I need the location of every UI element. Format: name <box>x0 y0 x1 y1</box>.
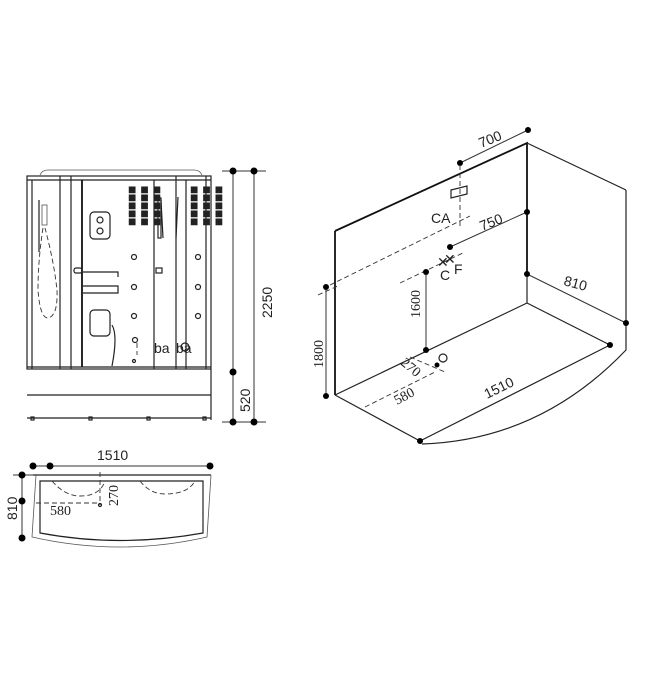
svg-text:■ ■ ■: ■ ■ ■ <box>128 205 161 221</box>
svg-text:■ ■ ■: ■ ■ ■ <box>190 205 223 221</box>
svg-text:ba: ba <box>154 340 170 356</box>
svg-text:■ ■ ■: ■ ■ ■ <box>190 181 223 197</box>
ca-connection-label: CA <box>431 210 451 226</box>
svg-text:■ ■ ■: ■ ■ ■ <box>190 189 223 205</box>
top-width-label: 1510 <box>97 447 128 463</box>
top-view: 1510 810 580 270 <box>4 447 214 548</box>
iso-wall-height-label: 1800 <box>312 340 327 368</box>
svg-text:✕: ✕ <box>437 254 449 270</box>
top-drain-x-label: 580 <box>50 504 71 519</box>
iso-drain-x-label: 580 <box>392 385 418 408</box>
iso-connection-height-label: 1600 <box>409 290 424 318</box>
iso-drain-y-label: 270 <box>397 356 423 381</box>
iso-depth-label: 810 <box>562 272 589 294</box>
iso-width-label: 1510 <box>481 374 516 402</box>
jet-grid-right: ■ ■ ■ ■ ■ ■ ■ ■ ■ ■ ■ ■ ■ ■ ■ <box>190 181 223 229</box>
jet-grid-left: ■ ■ ■ ■ ■ ■ ■ ■ ■ ■ ■ ■ ■ ■ ■ <box>128 181 161 229</box>
front-view: ■ ■ ■ ■ ■ ■ ■ ■ ■ ■ ■ ■ ■ ■ ■ ■ ■ ■ ■ ■ … <box>26 167 275 426</box>
svg-text:■ ■ ■: ■ ■ ■ <box>128 197 161 213</box>
svg-text:■ ■ ■: ■ ■ ■ <box>190 213 223 229</box>
iso-mixer-offset-label: 750 <box>477 210 505 234</box>
svg-text:■ ■ ■: ■ ■ ■ <box>128 181 161 197</box>
f-connection-label: F <box>454 261 463 277</box>
front-base-height-label: 520 <box>237 388 253 412</box>
c-connection-label: C <box>440 267 450 283</box>
svg-text:■ ■ ■: ■ ■ ■ <box>128 213 161 229</box>
top-drain-y-label: 270 <box>107 485 122 506</box>
svg-text:■ ■ ■: ■ ■ ■ <box>128 189 161 205</box>
svg-text:✕: ✕ <box>444 251 456 267</box>
svg-text:■ ■ ■: ■ ■ ■ <box>190 197 223 213</box>
front-height-label: 2250 <box>259 287 275 318</box>
top-depth-label: 810 <box>4 496 20 520</box>
iso-top-offset-label: 700 <box>476 127 504 151</box>
isometric-view: 810 700 CA 750 ✕ ✕ C F 1600 1800 <box>312 127 629 445</box>
